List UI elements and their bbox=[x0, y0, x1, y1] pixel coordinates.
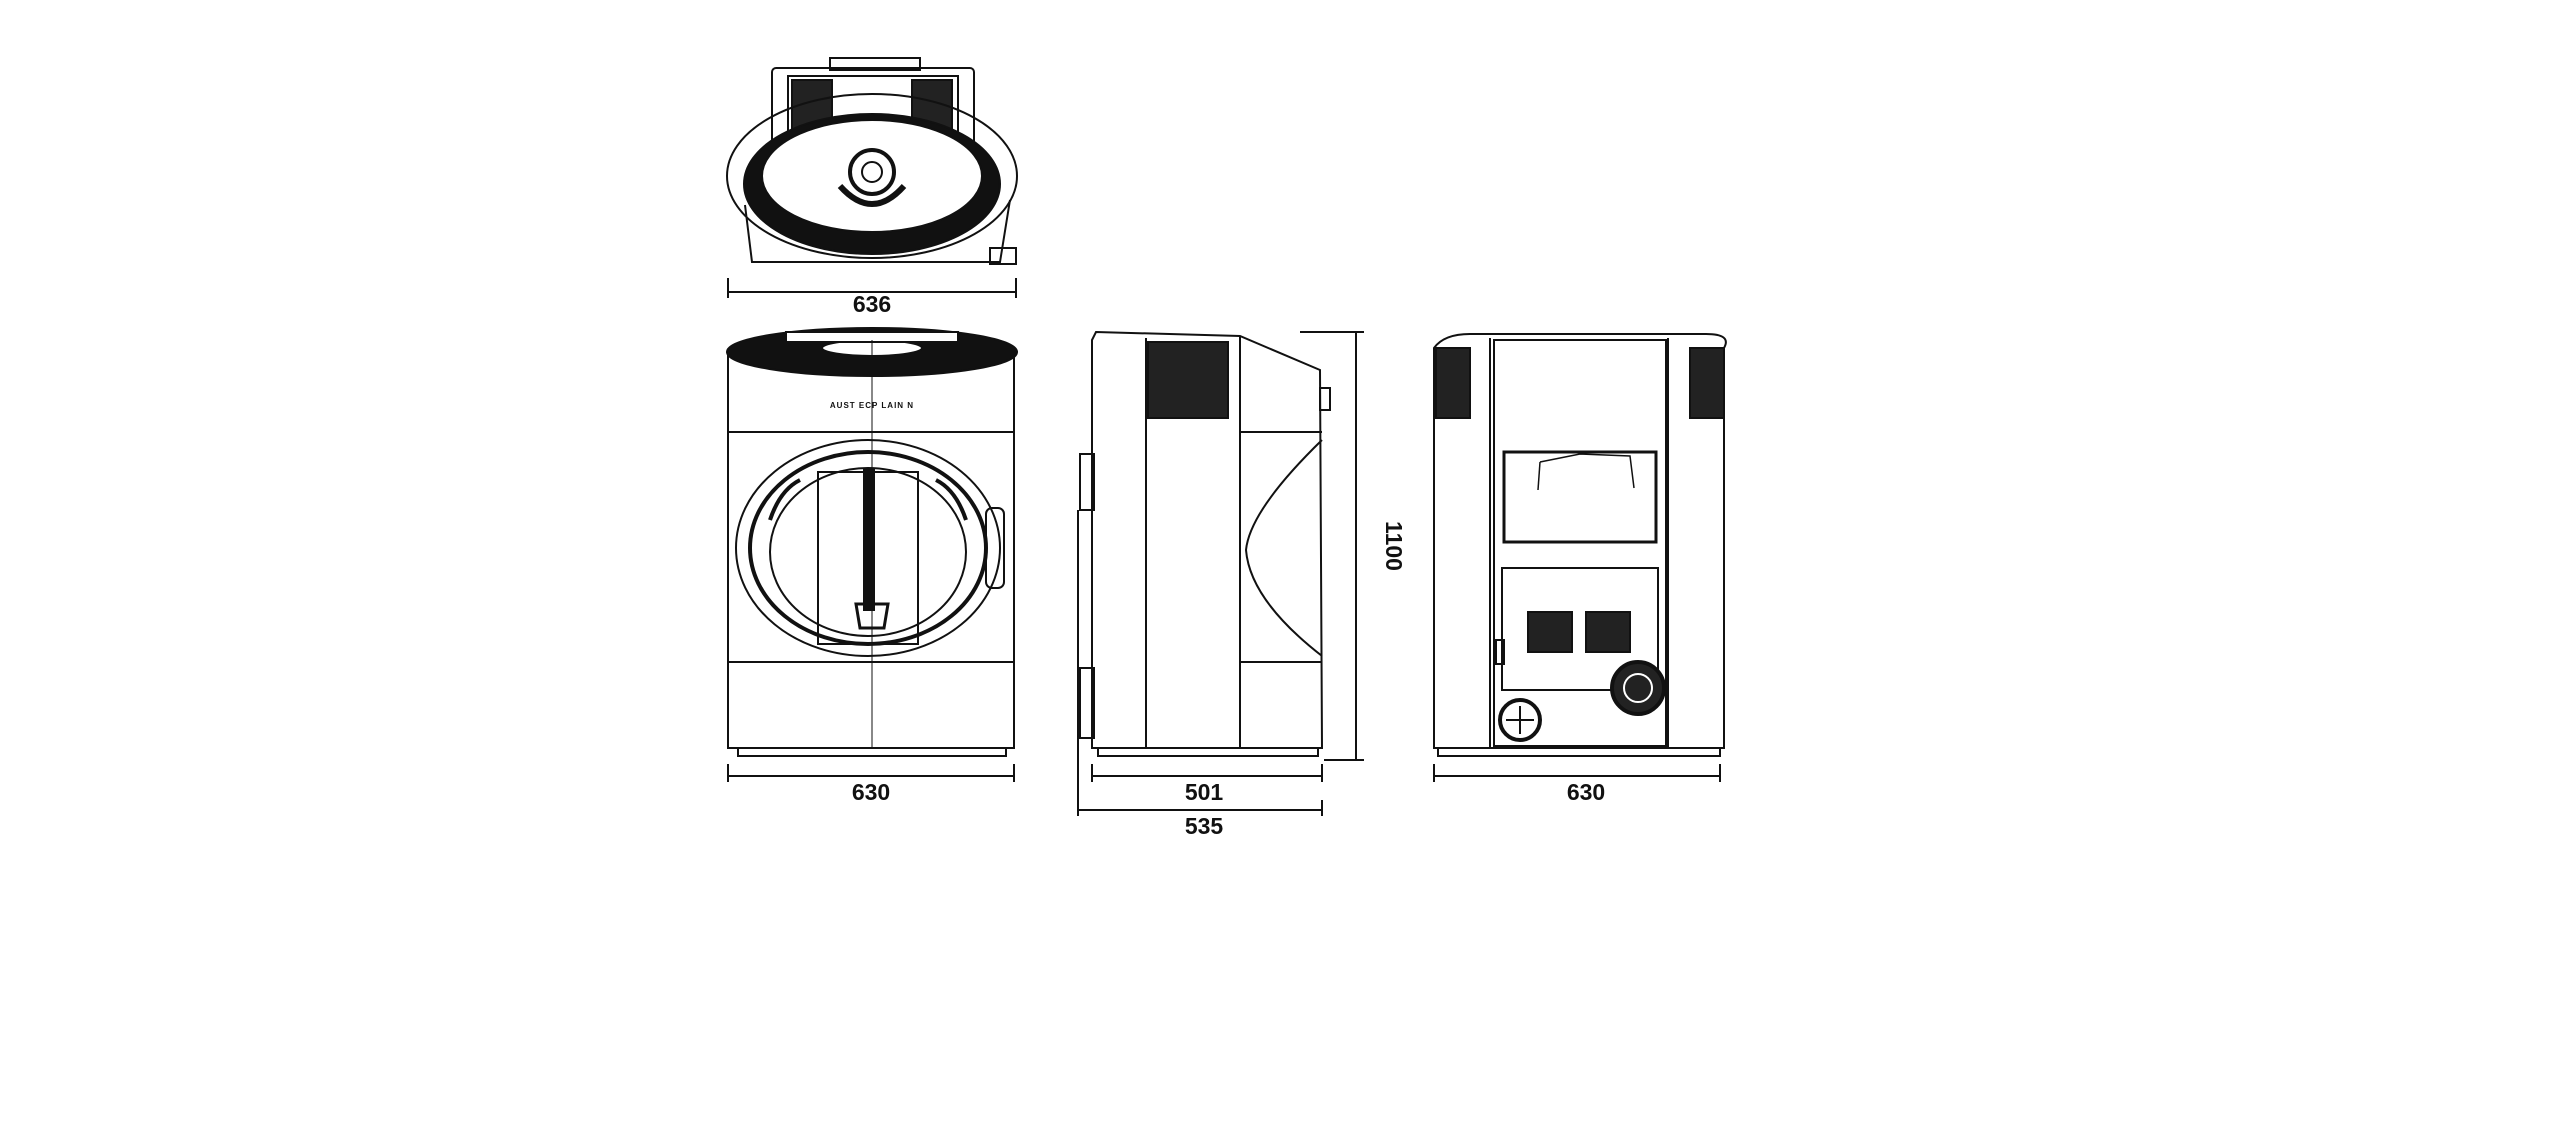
back-vent-right bbox=[1585, 611, 1631, 653]
air-inlet bbox=[1498, 698, 1542, 742]
top-view: 636 bbox=[726, 57, 1018, 317]
depth-dimension: 501 bbox=[1185, 779, 1224, 805]
overall-depth-dimension: 535 bbox=[1185, 813, 1224, 839]
back-width-dimension: 630 bbox=[1567, 779, 1605, 805]
back-view: 630 bbox=[1433, 333, 1727, 805]
back-right-grill bbox=[1689, 347, 1725, 419]
exhaust-outlet bbox=[1610, 660, 1666, 716]
back-left-grill bbox=[1435, 347, 1471, 419]
height-dimension: 1100 bbox=[1381, 521, 1407, 571]
back-vent-left bbox=[1527, 611, 1573, 653]
fire-door bbox=[735, 439, 1001, 657]
door-handle bbox=[985, 507, 1005, 589]
front-view: AUST ECP LAIN N 630 bbox=[726, 327, 1018, 805]
top-width-dimension: 636 bbox=[853, 291, 891, 317]
side-vent-grill bbox=[1147, 341, 1229, 419]
front-width-dimension: 630 bbox=[852, 779, 890, 805]
side-view: 1100 501 535 bbox=[1077, 330, 1407, 839]
